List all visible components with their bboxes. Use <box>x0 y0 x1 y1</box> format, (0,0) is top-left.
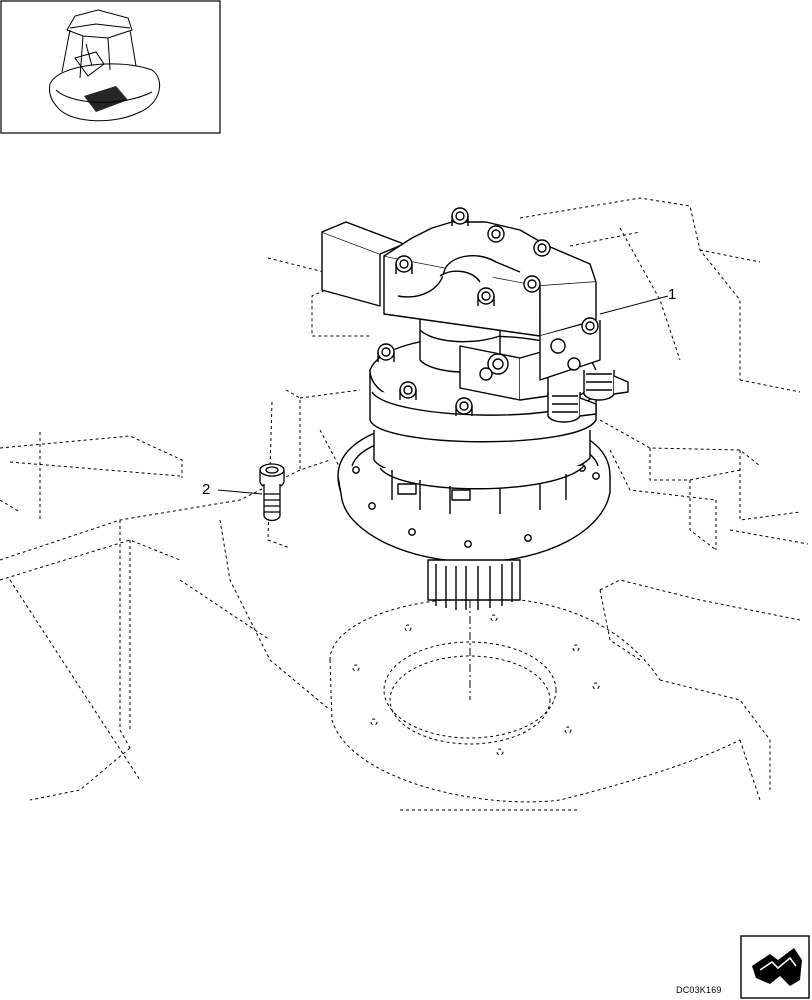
phantom-frame <box>0 197 809 811</box>
callout-1: 1 <box>668 286 677 303</box>
excavator-location-icon <box>49 9 161 122</box>
bolt-part <box>259 463 285 522</box>
callout-leaders <box>217 295 669 495</box>
leader-line-1 <box>599 295 669 315</box>
swing-motor-assembly <box>321 207 629 610</box>
drawing-code: DC03K169 <box>676 985 722 995</box>
view-direction-arrow-icon <box>740 935 810 999</box>
leader-line-2 <box>217 489 263 495</box>
callout-2: 2 <box>202 481 211 498</box>
inset-thumbnail <box>0 0 221 134</box>
